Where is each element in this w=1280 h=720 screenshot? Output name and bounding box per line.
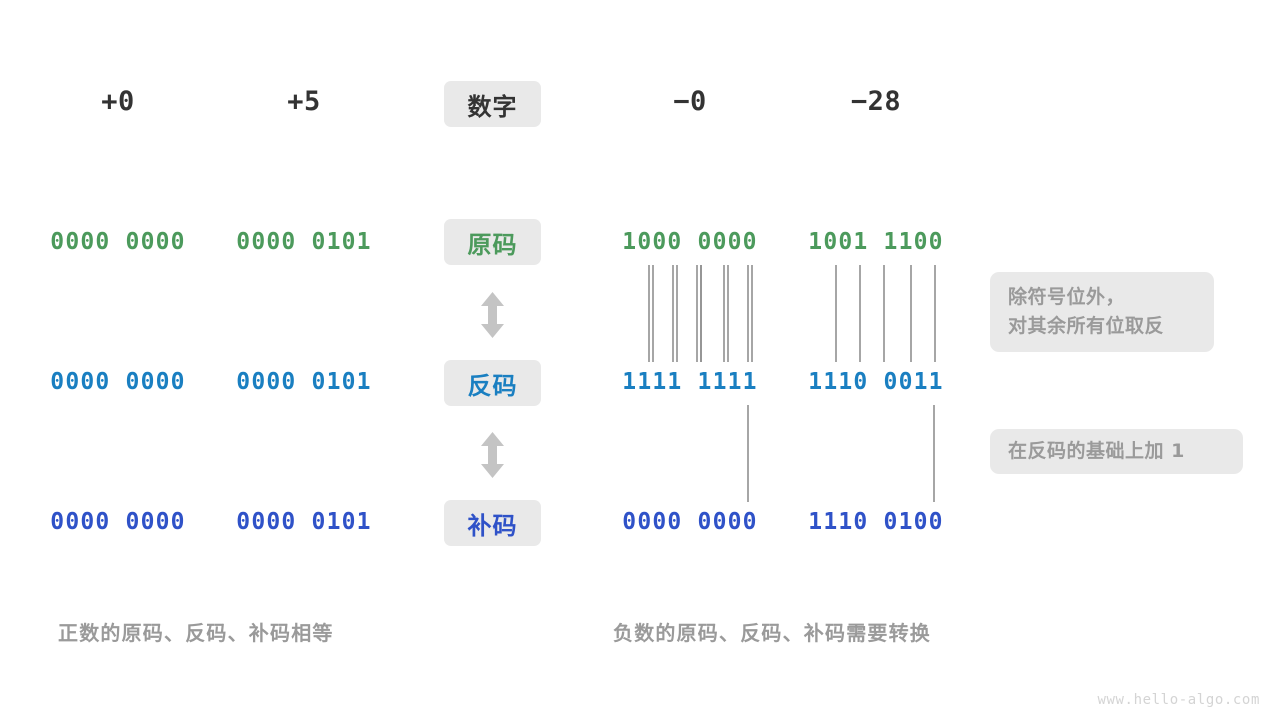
- column-header-minus28: −28: [850, 86, 902, 117]
- cell-twos_complement-plus5: 0000 0101: [236, 509, 372, 535]
- row-header-chip-number: 数字: [444, 81, 541, 127]
- cell-ones_complement-plus5: 0000 0101: [236, 369, 372, 395]
- note-invert-bits-line-2: 对其余所有位取反: [1008, 315, 1165, 337]
- cell-twos_complement-minus28: 1110 0100: [808, 509, 944, 535]
- cell-sign_magnitude-minus0: 1000 0000: [622, 229, 758, 255]
- row-header-label-ones_complement: 反码: [467, 371, 518, 400]
- note-invert-bits-line-1: 除符号位外，: [1008, 285, 1126, 308]
- cell-sign_magnitude-plus5: 0000 0101: [236, 229, 372, 255]
- row-header-label-number: 数字: [467, 92, 518, 121]
- row-header-label-sign_magnitude: 原码: [467, 230, 518, 259]
- note-add-one: 在反码的基础上加 1: [990, 429, 1243, 474]
- cell-ones_complement-minus0: 1111 1111: [622, 369, 758, 395]
- note-add-one-line-1: 在反码的基础上加 1: [1008, 439, 1185, 462]
- column-header-plus5: +5: [287, 86, 321, 117]
- note-invert-bits: 除符号位外， 对其余所有位取反: [990, 272, 1214, 352]
- caption-positive: 正数的原码、反码、补码相等: [58, 621, 334, 645]
- column-header-minus0: −0: [673, 86, 707, 117]
- cell-twos_complement-plus0: 0000 0000: [50, 509, 186, 535]
- up-down-arrow-icon-2: [481, 432, 504, 478]
- cell-sign_magnitude-minus28: 1001 1100: [808, 229, 944, 255]
- cell-ones_complement-minus28: 1110 0011: [808, 369, 944, 395]
- cell-ones_complement-plus0: 0000 0000: [50, 369, 186, 395]
- watermark: www.hello-algo.com: [1097, 692, 1260, 708]
- row-header-chip-twos_complement: 补码: [444, 500, 541, 546]
- row-header-label-twos_complement: 补码: [467, 511, 518, 540]
- column-header-plus0: +0: [101, 86, 135, 117]
- row-header-chip-ones_complement: 反码: [444, 360, 541, 406]
- caption-negative: 负数的原码、反码、补码需要转换: [613, 621, 931, 645]
- up-down-arrow-icon-1: [481, 292, 504, 338]
- cell-twos_complement-minus0: 0000 0000: [622, 509, 758, 535]
- cell-sign_magnitude-plus0: 0000 0000: [50, 229, 186, 255]
- row-header-chip-sign_magnitude: 原码: [444, 219, 541, 265]
